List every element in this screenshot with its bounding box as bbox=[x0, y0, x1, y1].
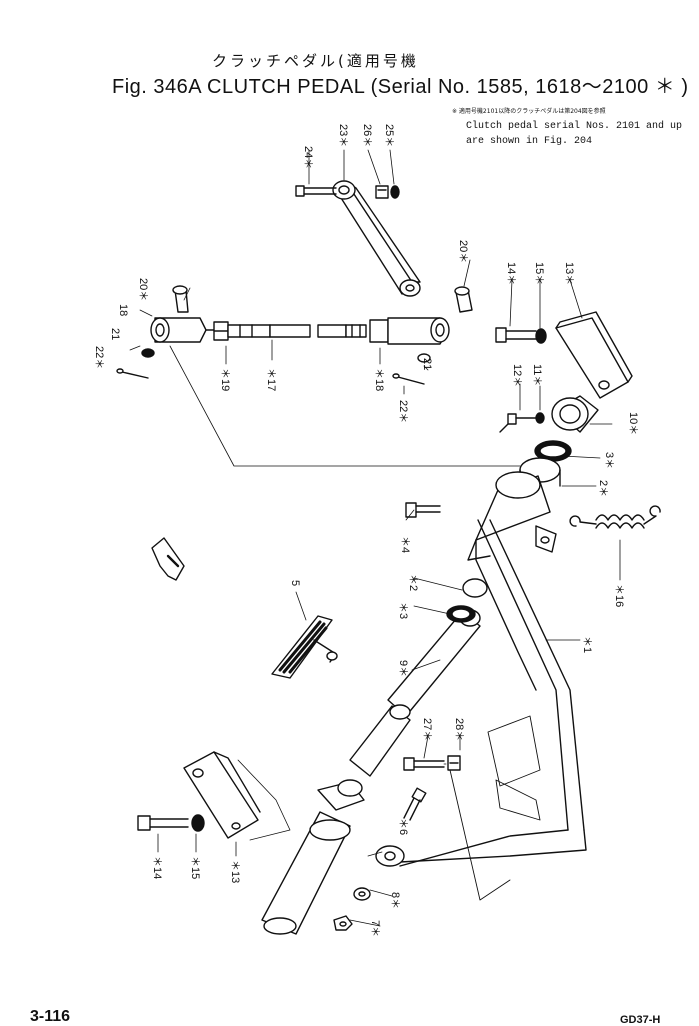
washer-15-lower bbox=[191, 814, 205, 832]
lower-shaft bbox=[261, 779, 365, 935]
page-number: 3-116 bbox=[30, 1008, 71, 1025]
serial-note: ※ 適用号機2101以降のクラッチペダルは第204図を参照 Clutch ped… bbox=[452, 104, 682, 149]
nut-28 bbox=[447, 755, 461, 771]
clevis-left bbox=[150, 317, 215, 343]
figure-title: Fig. 346A CLUTCH PEDAL (Serial No. 1585,… bbox=[112, 76, 689, 98]
pedal-frame-1 bbox=[375, 471, 587, 867]
nut-19 bbox=[213, 321, 229, 341]
leader-lines bbox=[129, 259, 621, 927]
callout-20-right: 20＊ bbox=[457, 240, 469, 263]
shaft-9 bbox=[349, 609, 481, 777]
callout-26: 26＊ bbox=[361, 124, 373, 147]
callout-12: 12＊ bbox=[511, 364, 523, 387]
callout-2-upper: 2＊ bbox=[597, 480, 609, 497]
callout-19: ＊19 bbox=[219, 368, 231, 391]
callout-16: ＊16 bbox=[613, 584, 625, 607]
clevis-right-18 bbox=[369, 317, 450, 345]
callout-7: 7＊ bbox=[369, 920, 381, 937]
callout-10: 10＊ bbox=[627, 412, 639, 435]
bolt-24 bbox=[295, 185, 337, 197]
pin-20-left bbox=[172, 285, 189, 313]
callout-18-right: ＊18 bbox=[373, 368, 385, 391]
callout-22-right: 22＊ bbox=[397, 400, 409, 423]
callout-25: 25＊ bbox=[383, 124, 395, 147]
collar-2-lower bbox=[462, 578, 488, 598]
model-code: GD37-H bbox=[620, 1014, 661, 1026]
cotter-pin-22-right bbox=[392, 373, 425, 385]
bolt-14-lower bbox=[137, 815, 189, 831]
cotter-pin-22-left bbox=[116, 368, 149, 379]
callout-3-upper: 3＊ bbox=[603, 452, 615, 469]
serial-note-line1: Clutch pedal serial Nos. 2101 and up bbox=[466, 121, 683, 132]
bolt-6 bbox=[403, 787, 427, 821]
callout-15-upper: 15＊ bbox=[533, 262, 545, 285]
bolt-4 bbox=[405, 502, 441, 518]
callout-14-upper: 14＊ bbox=[505, 262, 517, 285]
callout-4: ＊4 bbox=[399, 536, 411, 553]
pin-20-right bbox=[454, 286, 473, 313]
callout-14-lower: ＊14 bbox=[151, 856, 163, 879]
callout-13-upper: 13＊ bbox=[563, 262, 575, 285]
pedal-pad-5 bbox=[271, 615, 338, 679]
japanese-title: クラッチペダル(適用号機 bbox=[212, 52, 419, 70]
callout-22-left: 22＊ bbox=[93, 346, 105, 369]
nut-26 bbox=[375, 185, 389, 199]
callout-3-lower: ＊3 bbox=[397, 602, 409, 619]
nut-7 bbox=[333, 915, 353, 931]
nut-25 bbox=[390, 185, 400, 199]
nut-8 bbox=[353, 887, 371, 901]
callout-20-left: 20＊ bbox=[137, 278, 149, 301]
rod-17 bbox=[227, 324, 367, 338]
callout-15-lower: ＊15 bbox=[189, 856, 201, 879]
callout-6: ＊6 bbox=[397, 818, 409, 835]
callout-13-lower: ＊13 bbox=[229, 860, 241, 883]
bolt-14-upper bbox=[495, 327, 537, 343]
callout-labels: 24＊ 23＊ 26＊ 25＊ 20＊ 20＊ 18 21 22＊ ＊19 ＊1… bbox=[93, 124, 639, 937]
washer-21-right bbox=[417, 353, 431, 363]
pedal-arm-lever bbox=[332, 180, 421, 297]
callout-23: 23＊ bbox=[337, 124, 349, 147]
washer-21-left bbox=[141, 348, 155, 358]
callout-11: 11＊ bbox=[531, 364, 543, 386]
pedal-stop-bracket bbox=[449, 715, 541, 901]
callout-28: 28＊ bbox=[453, 718, 465, 741]
boss-10 bbox=[551, 395, 599, 433]
clamp-block-13-lower bbox=[183, 751, 261, 839]
callout-9: 9＊ bbox=[397, 660, 409, 677]
callout-1: ＊1 bbox=[581, 636, 593, 653]
bolt-12 bbox=[499, 413, 537, 433]
callout-21-right: 21 bbox=[421, 358, 433, 370]
front-arrow-icon bbox=[151, 537, 185, 581]
callout-2-lower: ＊2 bbox=[407, 574, 419, 591]
callout-5: 5 bbox=[289, 580, 301, 586]
spring-16 bbox=[569, 505, 661, 529]
callout-18-left: 18 bbox=[117, 304, 129, 316]
callout-24: 24＊ bbox=[302, 146, 314, 169]
bushing-3-lower bbox=[446, 605, 476, 623]
clamp-block-13-upper bbox=[555, 311, 633, 399]
serial-note-jp: ※ 適用号機2101以降のクラッチペダルは第204図を参照 bbox=[452, 108, 606, 115]
bolt-27 bbox=[403, 757, 445, 771]
callout-17: ＊17 bbox=[265, 368, 277, 391]
callout-8: 8＊ bbox=[389, 892, 401, 909]
callout-21-left: 21 bbox=[109, 328, 121, 340]
callout-27: 27＊ bbox=[421, 718, 433, 741]
pin-11 bbox=[535, 412, 545, 424]
washer-15-upper bbox=[535, 328, 547, 344]
serial-note-line2: are shown in Fig. 204 bbox=[466, 136, 593, 147]
